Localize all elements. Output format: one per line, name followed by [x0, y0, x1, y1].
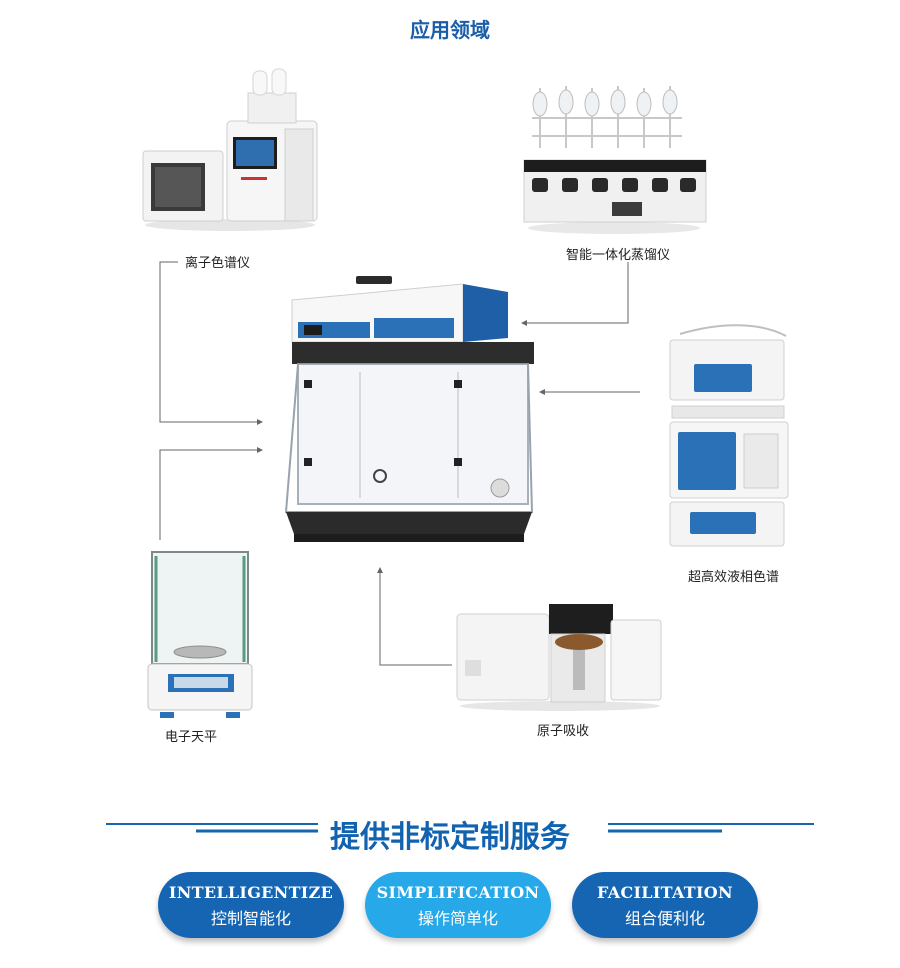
page-title: 应用领域 [410, 18, 490, 42]
ion-chromatograph-image [142, 68, 318, 231]
pill-facilitation: FACILITATION 组合便利化 [572, 872, 758, 938]
pill-en-label: INTELLIGENTIZE [168, 883, 334, 902]
connector-distiller [521, 262, 629, 326]
distiller-label: 智能一体化蒸馏仪 [566, 248, 671, 263]
distiller-image [523, 86, 707, 234]
pill-intelligentize: INTELLIGENTIZE 控制智能化 [158, 872, 344, 938]
pill-zh-label: 组合便利化 [624, 909, 705, 928]
connector-atomic-absorption [377, 567, 452, 666]
hplc-image [669, 324, 789, 547]
pill-en-label: FACILITATION [597, 883, 733, 902]
atomic-absorption-image [456, 604, 662, 711]
pill-simplification: SIMPLIFICATION 操作简单化 [365, 872, 551, 938]
connector-balance [159, 447, 263, 540]
pill-zh-label: 操作简单化 [417, 909, 498, 928]
pill-en-label: SIMPLIFICATION [376, 883, 540, 902]
balance-image [147, 551, 253, 718]
hplc-label: 超高效液相色谱 [688, 570, 780, 585]
balance-label: 电子天平 [165, 730, 218, 745]
pill-zh-label: 控制智能化 [210, 909, 291, 928]
fume-hood-image [284, 276, 534, 542]
service-title-decor [106, 823, 814, 833]
connector-ion-chromatograph [159, 261, 263, 425]
ion-chromatograph-label: 离子色谱仪 [185, 256, 251, 271]
atomic-absorption-label: 原子吸收 [537, 724, 590, 739]
service-title: 提供非标定制服务 [330, 820, 570, 855]
